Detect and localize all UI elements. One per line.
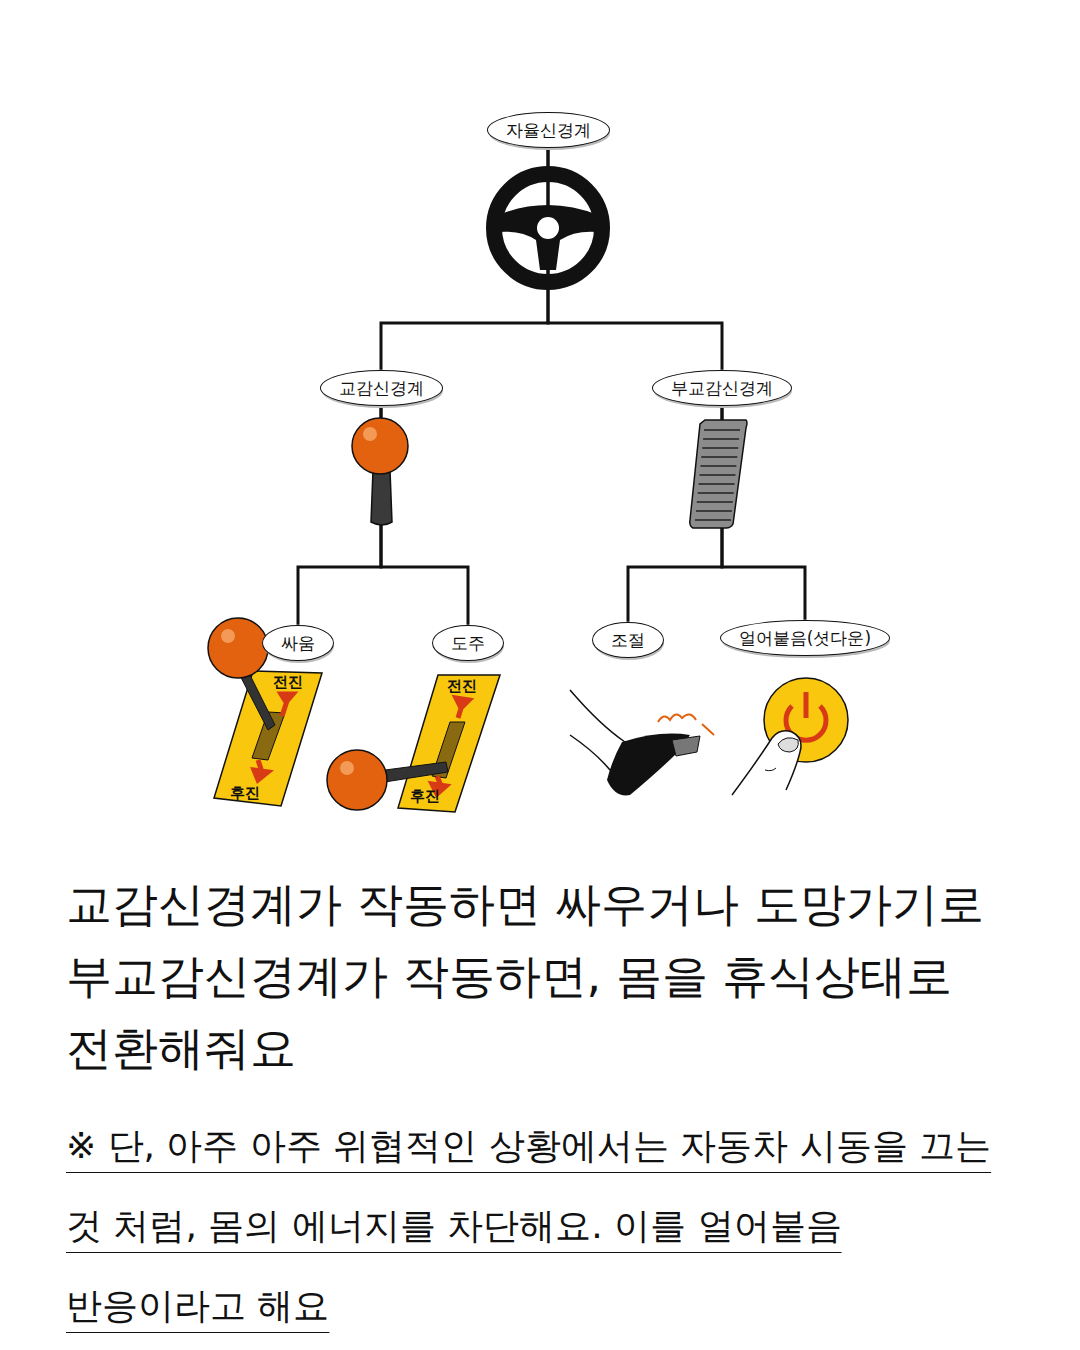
bubble-label: 부교감신경계: [652, 370, 792, 406]
flight-lever: [327, 675, 500, 812]
node-text: 도주: [451, 633, 485, 653]
direction-label: 전진: [273, 673, 303, 692]
tree-connector: [298, 406, 381, 625]
direction-label: 전진: [447, 677, 477, 696]
body-text: 교감신경계가 작동하면 싸우거나 도망가기로 부교감신경계가 작동하면, 몸을 …: [66, 868, 996, 1084]
node-text: 얼어붙음(셧다운): [739, 628, 871, 648]
node-text: 조절: [611, 630, 645, 650]
node-text: 싸움: [281, 633, 315, 653]
pedal: [690, 420, 747, 528]
body-text: ※ 단, 아주 아주 위협적인 상황에서는 자동차 시동을 끄는 것 처럼, 몸…: [66, 1106, 1026, 1346]
bubble-label: 교감신경계: [320, 370, 443, 406]
node-text: 교감신경계: [339, 378, 424, 398]
bubble-label: 얼어붙음(셧다운): [720, 620, 890, 656]
node-text: 자율신경계: [506, 120, 591, 140]
bubble-label: 자율신경계: [487, 112, 610, 148]
direction-label: 후진: [410, 787, 440, 806]
power-button: [732, 678, 848, 795]
bubble-label: 도주: [432, 625, 504, 661]
foot: [570, 690, 714, 795]
bubble-label: 조절: [592, 622, 664, 658]
joystick: [352, 418, 408, 525]
direction-label: 후진: [230, 784, 260, 803]
node-text: 부교감신경계: [671, 378, 773, 398]
bubble-label: 싸움: [262, 625, 334, 661]
steering-wheel: [494, 174, 602, 282]
